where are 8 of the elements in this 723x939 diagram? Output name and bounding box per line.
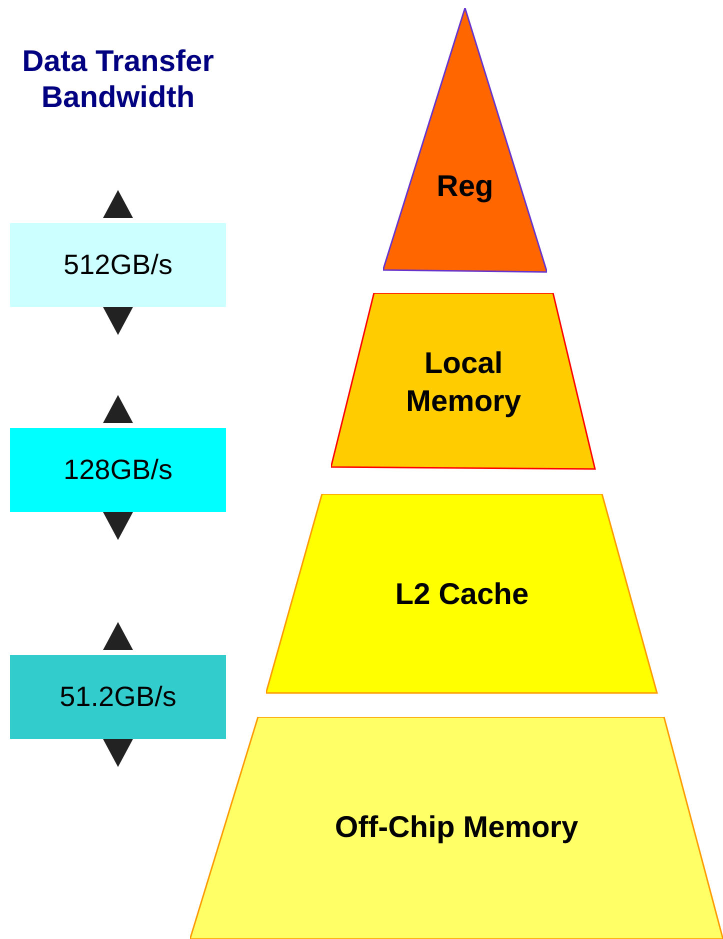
bandwidth-box: 51.2GB/s — [10, 655, 226, 739]
tier-label: Off-Chip Memory — [334, 810, 580, 846]
tier-label: L2 Cache — [394, 577, 530, 613]
title: Data Transfer Bandwidth — [21, 44, 215, 116]
tier-label: Reg — [436, 169, 494, 205]
bandwidth-box: 128GB/s — [10, 428, 226, 512]
tier-label: Local Memory — [404, 346, 522, 420]
bandwidth-box: 512GB/s — [10, 223, 226, 307]
